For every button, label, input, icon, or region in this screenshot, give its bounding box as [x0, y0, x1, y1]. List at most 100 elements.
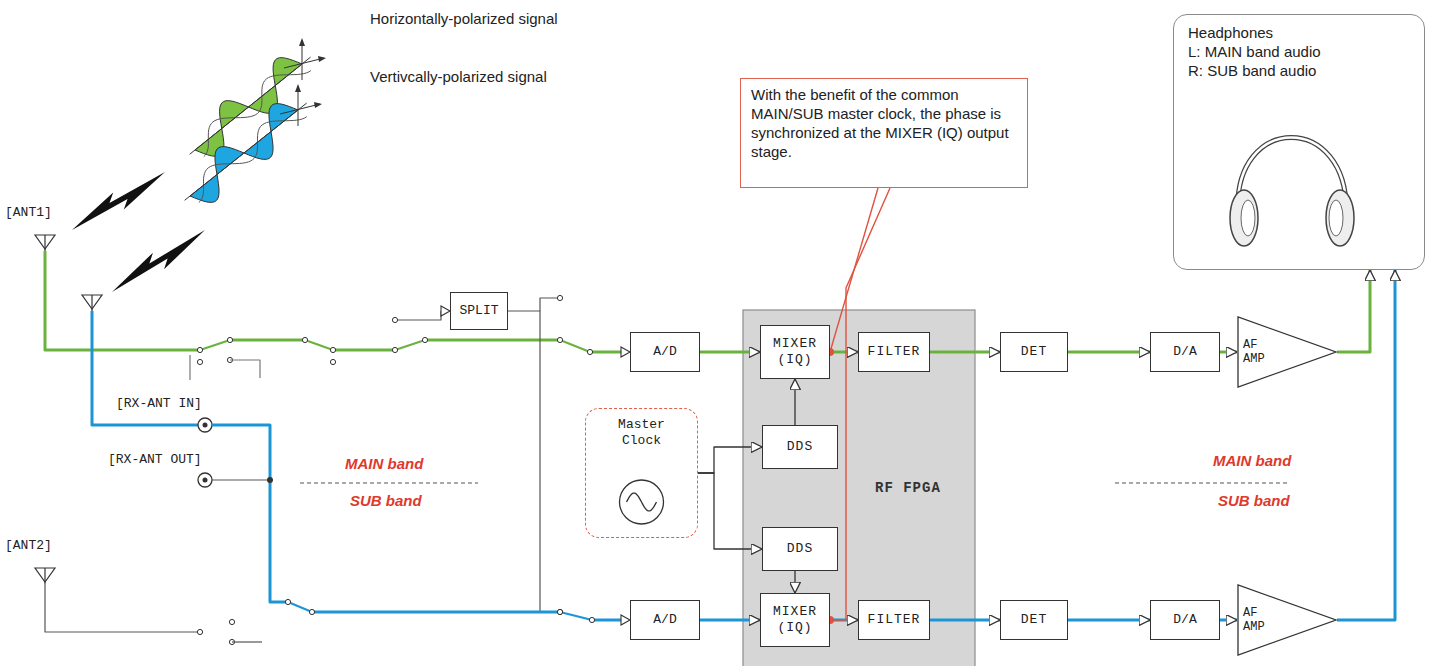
- wave-axis-head: [318, 56, 326, 62]
- box-label: DDS: [787, 439, 813, 455]
- band-label: MAIN band: [1213, 452, 1291, 469]
- fpga-region: RF FPGAMIXER (IQ)FILTERDETDDSDDSMIXER (I…: [743, 310, 975, 666]
- split-box: SPLIT: [450, 292, 508, 330]
- wave-outline: [199, 117, 307, 203]
- amp-triangle: [1238, 317, 1336, 387]
- wire: [395, 340, 425, 350]
- connector-jack: [203, 423, 208, 428]
- ad-converter-box: A/D: [630, 332, 700, 372]
- wire: [212, 425, 288, 602]
- switch-contact: [557, 609, 562, 614]
- wire: [508, 298, 557, 311]
- dds-box: DDS: [762, 527, 838, 571]
- signal-label: Vertivcally-polarized signal: [370, 68, 547, 85]
- signal-connector: [698, 473, 762, 549]
- fpga-ground: [743, 310, 975, 666]
- wire: [592, 619, 621, 622]
- af-amp-triangle: AF AMP: [1237, 316, 1337, 388]
- signal-connector: [1068, 351, 1150, 354]
- detector-box: DET: [1000, 332, 1068, 372]
- wire: [45, 584, 200, 632]
- switch-contact: [330, 347, 335, 352]
- wire: [398, 311, 441, 320]
- wire: [230, 360, 260, 378]
- band-separator: [300, 482, 478, 483]
- box-label: DDS: [787, 541, 813, 557]
- switch-contact: [227, 337, 232, 342]
- arrow-head: [441, 306, 450, 316]
- box-label: A/D: [653, 612, 676, 628]
- arrow-head: [621, 615, 630, 625]
- signal-connector: [830, 351, 858, 354]
- wave-axis: [284, 58, 324, 68]
- port-label: [RX-ANT OUT]: [108, 452, 202, 467]
- headphones-picture: [1241, 200, 1255, 236]
- mixer-box: MIXER (IQ): [760, 325, 830, 379]
- af-amp-triangle: AF AMP: [1237, 584, 1337, 656]
- wire: [200, 340, 230, 350]
- signal-connector: [794, 571, 795, 593]
- connector-jack: [198, 418, 212, 432]
- signal-connector: [698, 447, 762, 473]
- switch-contact: [587, 349, 592, 354]
- master-clock-box: Master Clock: [585, 408, 698, 538]
- filter-box: FILTER: [858, 600, 930, 640]
- wave-axis: [280, 104, 320, 114]
- lightning-bolt: [72, 172, 165, 230]
- wire: [560, 612, 592, 620]
- amp-triangle: [1238, 585, 1336, 655]
- box-label: D/A: [1173, 344, 1196, 360]
- port-label: [RX-ANT IN]: [116, 396, 202, 411]
- box-label: FILTER: [868, 612, 921, 628]
- box-label: With the benefit of the common MAIN/SUB …: [751, 85, 1017, 161]
- switch-contact: [197, 629, 202, 634]
- wire: [540, 311, 557, 612]
- ad-converter-box: A/D: [630, 600, 700, 640]
- wave-axis-head: [299, 38, 305, 46]
- box-label: FILTER: [868, 344, 921, 360]
- signal-connector: [930, 351, 1000, 354]
- switch-contact: [330, 359, 335, 364]
- box-label: Headphones: [1188, 23, 1410, 42]
- arrow-head: [621, 347, 630, 357]
- signal-connector: [700, 619, 760, 622]
- box-text: L: MAIN band audio: [1188, 42, 1410, 61]
- switch-contact: [197, 359, 202, 364]
- signal-label: Horizontally-polarized signal: [370, 10, 558, 27]
- wave-axis: [190, 57, 311, 154]
- wire: [288, 602, 312, 612]
- switch-contact: [229, 619, 234, 624]
- wire: [45, 251, 200, 350]
- box-label: D/A: [1173, 612, 1196, 628]
- box-label: DET: [1021, 612, 1047, 628]
- signal-connector: [794, 379, 795, 425]
- wire: [333, 349, 395, 352]
- wire: [189, 355, 190, 380]
- wire: [212, 479, 270, 480]
- switch-contact: [309, 609, 314, 614]
- signal-connector: [930, 619, 1000, 622]
- port-label: [ANT2]: [5, 538, 52, 553]
- signal-connector: [1337, 270, 1370, 352]
- port-label: [ANT1]: [5, 205, 52, 220]
- dds-box: DDS: [762, 425, 838, 469]
- switch-contact: [392, 347, 397, 352]
- detector-box: DET: [1000, 600, 1068, 640]
- switch-contact: [302, 337, 307, 342]
- box-label: Master Clock: [610, 417, 674, 529]
- headphones-picture: [1230, 190, 1258, 246]
- switch-contact: [197, 347, 202, 352]
- filter-box: FILTER: [858, 332, 930, 372]
- junction-dot: [267, 477, 273, 483]
- wire: [230, 339, 305, 342]
- wave-axis: [185, 103, 307, 200]
- band-label: MAIN band: [345, 455, 423, 472]
- wave-axis-head: [314, 102, 322, 108]
- wire: [590, 351, 621, 354]
- box-label: A/D: [653, 344, 676, 360]
- signal-connector: [700, 351, 760, 354]
- headphones-picture: [1326, 190, 1354, 246]
- wave-axis-head: [295, 84, 301, 92]
- signal-connector: [1220, 351, 1237, 354]
